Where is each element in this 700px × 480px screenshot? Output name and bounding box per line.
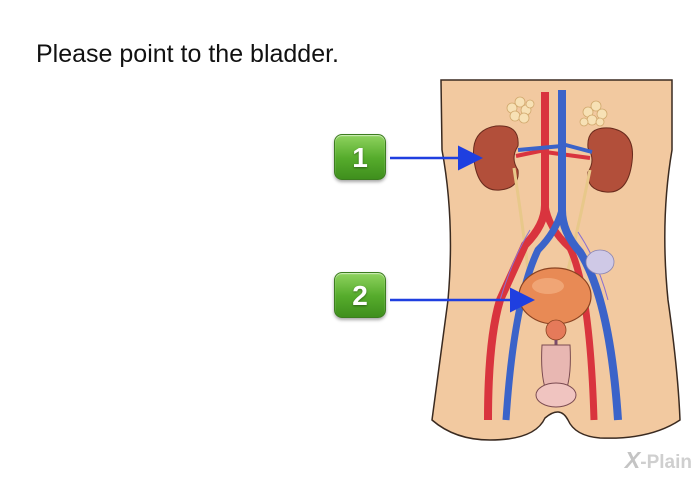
- left-ureter: [512, 167, 530, 271]
- renal-vein-right: [561, 142, 593, 154]
- renal-vein-left: [517, 144, 563, 152]
- vena-cava-left-branch: [502, 209, 566, 421]
- scrotum: [535, 382, 577, 408]
- seminal-vesicle: [585, 249, 615, 275]
- right-kidney: [587, 127, 634, 193]
- answer-button-1[interactable]: 1: [334, 134, 386, 180]
- renal-artery-right: [544, 150, 591, 160]
- prostate: [545, 319, 567, 341]
- adrenal-glands: [506, 96, 608, 127]
- question-prompt: Please point to the bladder.: [36, 40, 340, 68]
- left-kidney: [472, 125, 519, 191]
- renal-artery-left: [515, 148, 546, 158]
- aorta-right-branch: [541, 204, 598, 421]
- answer-button-2[interactable]: 2: [334, 272, 386, 318]
- bladder: [518, 267, 592, 325]
- right-ureter: [566, 169, 592, 271]
- logo-x: X: [624, 447, 641, 473]
- logo-text: -Plain: [640, 452, 692, 473]
- xplain-logo: X-Plain: [625, 447, 692, 474]
